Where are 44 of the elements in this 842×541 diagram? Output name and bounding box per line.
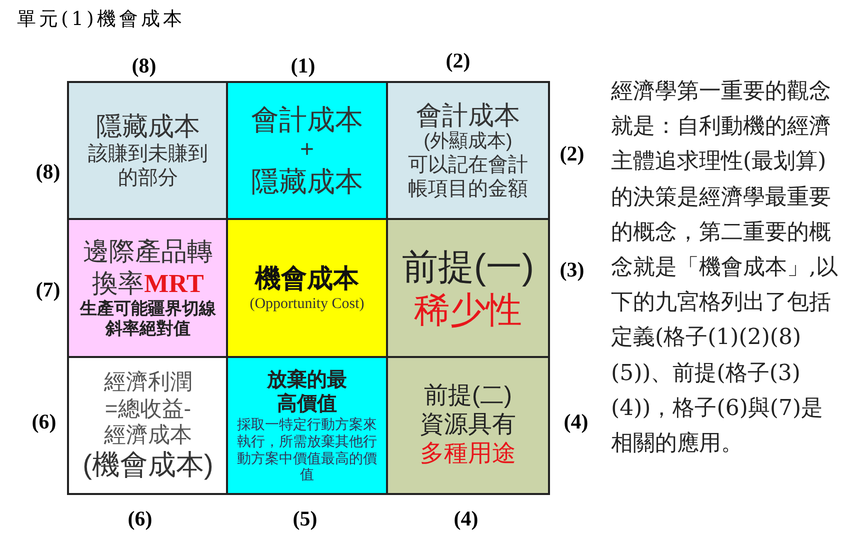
cell-number: (6) bbox=[32, 410, 56, 434]
grid-cell bbox=[226, 81, 388, 220]
grid-cell bbox=[226, 356, 388, 495]
grid-cell bbox=[386, 81, 550, 220]
grid-cell bbox=[67, 356, 229, 495]
heading-text: 隱藏成本 bbox=[96, 110, 200, 142]
heading-text: 會計成本 bbox=[416, 100, 520, 131]
heading-text: 會計成本 bbox=[251, 102, 363, 136]
cell-number: (4) bbox=[564, 410, 588, 434]
footer-text: 可以記在會計帳項目的金額 bbox=[407, 153, 529, 202]
explanation-paragraph: 經濟學第一重要的觀念就是：自利動機的經濟主體追求理性(最划算)的決策是經濟學最重要的概念，第二重要的概念就是「機會成本」,以下的九宮格列出了包括定義(格子(1)(2)(8)(5))、前提(格子(3)(4))，格子(6)與(7)是相關的應用。 bbox=[611, 78, 839, 458]
grid-cell bbox=[386, 218, 550, 358]
heading-text: 放棄的最高價值 bbox=[266, 368, 348, 416]
grid-cell bbox=[386, 356, 550, 495]
body-text: 資源具有 bbox=[420, 411, 516, 440]
footer-text: 多種用途 bbox=[420, 440, 516, 469]
body-text: 生產可能疆界切線斜率絕對值 bbox=[78, 298, 217, 340]
cell-number: (8) bbox=[132, 54, 156, 78]
heading-text: 前提(二) bbox=[424, 382, 512, 412]
body-text: 稀少性 bbox=[414, 288, 522, 332]
body-text: (機會成本) bbox=[82, 448, 214, 482]
heading-text: 邊際產品轉換率MRT bbox=[82, 236, 214, 299]
footer-text: 隱藏成本 bbox=[251, 164, 363, 198]
title: 單元(1)機會成本 bbox=[17, 7, 185, 32]
cell-number: (7) bbox=[36, 278, 60, 302]
heading-text: 前提(一) bbox=[402, 244, 534, 288]
cell-number: (1) bbox=[290, 54, 316, 78]
cell-number: (4) bbox=[454, 506, 478, 532]
heading-text: 經濟利潤=總收益-經濟成本 bbox=[103, 369, 193, 448]
cell-number: (2) bbox=[446, 48, 470, 74]
body-text: + bbox=[300, 136, 314, 165]
heading-text: 機會成本 bbox=[255, 263, 359, 295]
body-text: 採取一特定行動方案來執行，所需放棄其他行動方案中價值最高的價值 bbox=[236, 416, 378, 484]
grid-cell bbox=[226, 218, 388, 358]
body-text: 該賺到未賺到的部分 bbox=[87, 142, 209, 190]
body-text: (外顯成本) bbox=[424, 130, 512, 154]
cell-number: (2) bbox=[560, 142, 584, 166]
cell-number: (6) bbox=[128, 506, 152, 532]
grid-cell bbox=[67, 218, 229, 358]
cell-number: (8) bbox=[36, 160, 60, 184]
cell-number: (3) bbox=[560, 258, 584, 282]
cell-number: (5) bbox=[292, 506, 318, 532]
body-text: (Opportunity Cost) bbox=[250, 294, 364, 313]
grid-cell bbox=[67, 81, 229, 220]
